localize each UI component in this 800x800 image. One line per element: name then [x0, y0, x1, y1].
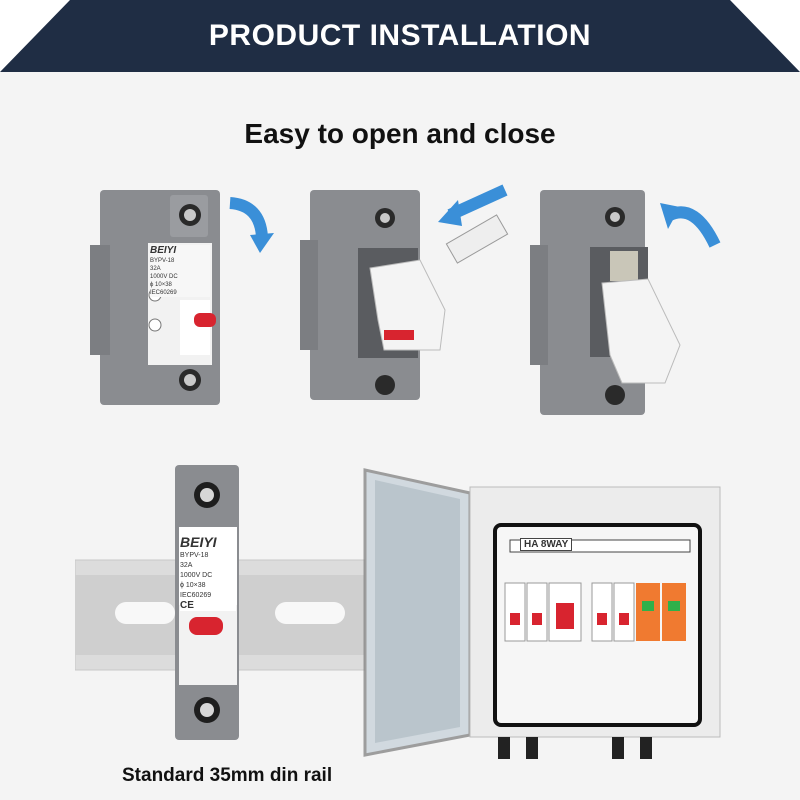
- enclosure-photo: [363, 468, 721, 759]
- label-model: BYPV-18: [150, 258, 175, 264]
- banner-background: [0, 0, 800, 72]
- fuse-holder-open-photo: [300, 184, 509, 400]
- din-rail-caption: Standard 35mm din rail: [122, 765, 333, 786]
- label-brand: BEIYI: [150, 245, 177, 256]
- label-model-large: BYPV-18: [180, 552, 209, 559]
- banner: PRODUCT INSTALLATION: [0, 0, 800, 72]
- label-standard: IEC60269: [150, 290, 177, 296]
- fuse-holder-closed-photo: [90, 190, 274, 405]
- label-standard-large: IEC60269: [180, 592, 212, 599]
- label-current: 32A: [150, 266, 161, 272]
- enclosure-panel-label: HA 8WAY: [520, 538, 573, 551]
- section-title: Easy to open and close: [244, 118, 556, 149]
- label-current-large: 32A: [180, 562, 193, 569]
- fuse-holder-label: BEIYI BYPV-18 32A 1000V DC ϕ 10×38 IEC60…: [180, 533, 236, 611]
- ce-mark: CE: [180, 600, 194, 611]
- fuse-holder-seated-photo: [530, 190, 721, 415]
- label-size: ϕ 10×38: [150, 282, 172, 288]
- label-brand-large: BEIYI: [180, 534, 217, 550]
- label-voltage-large: 1000V DC: [180, 572, 213, 579]
- label-size-large: ϕ 10×38: [180, 582, 206, 589]
- fuse-holder-label-small-1: BEIYI BYPV-18 32A 1000V DC ϕ 10×38 IEC60…: [150, 245, 210, 297]
- label-voltage: 1000V DC: [150, 274, 178, 280]
- banner-title: PRODUCT INSTALLATION: [208, 19, 592, 52]
